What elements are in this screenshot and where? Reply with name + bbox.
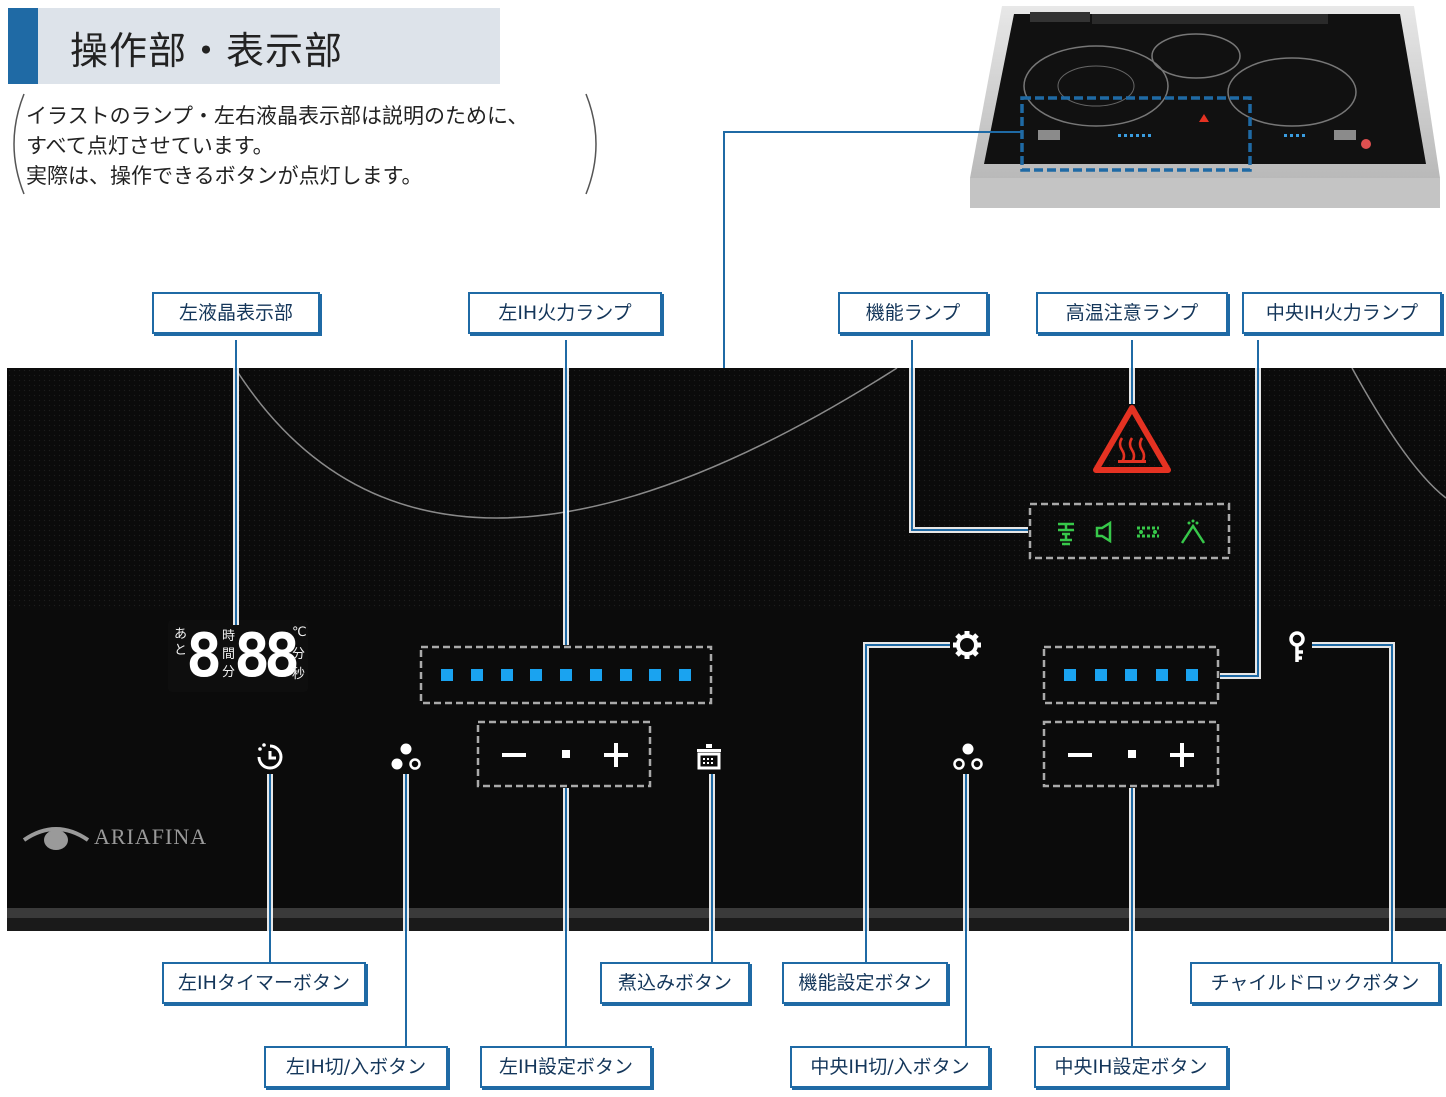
callout-function-lamp: 機能ランプ (838, 292, 988, 334)
center-ih-lamp-3 (1125, 669, 1137, 681)
note-brackets (13, 93, 597, 195)
center-ih-power-dots-icon[interactable] (950, 740, 986, 774)
left-ih-lamp-7 (619, 669, 632, 681)
lcd-prefix-a: あ (174, 627, 188, 642)
callout-left-ih-timer-button: 左IHタイマーボタン (162, 962, 366, 1004)
center-ih-dot-button[interactable] (1114, 736, 1150, 772)
page-title: 操作部・表示部 (70, 29, 344, 73)
left-ih-lamp-5 (560, 669, 572, 681)
left-ih-lamp-4 (530, 669, 543, 681)
pot-icon[interactable] (694, 740, 724, 774)
lcd-unit-between: 間 (222, 647, 236, 662)
callout-left-ih-setting-button: 左IH設定ボタン (480, 1046, 652, 1088)
header-accent-bar (8, 8, 38, 84)
gear-icon[interactable] (950, 628, 984, 662)
cooktop-product-image (968, 0, 1446, 210)
center-ih-lamp-5 (1186, 669, 1198, 681)
lcd-digit-2: 8 (234, 621, 271, 691)
lcd-digit-3: 8 (264, 621, 301, 691)
brand-name: ARIAFINA (94, 824, 208, 849)
grill-icon (1137, 526, 1159, 538)
callout-center-ih-power-lamp: 中央IH火力ランプ (1242, 292, 1442, 334)
left-ih-lamp-8 (649, 669, 662, 681)
left-ih-lamp-2 (470, 669, 483, 681)
left-ih-minus-button[interactable] (496, 736, 532, 772)
callout-left-lcd: 左液晶表示部 (152, 292, 320, 334)
left-ih-plus-button[interactable] (598, 736, 634, 772)
lcd-digit-1: 8 (186, 621, 223, 691)
illustration-note: イラストのランプ・左右液晶表示部は説明のために、 すべて点灯させています。 実際… (10, 92, 600, 196)
left-ih-setting-buttons (476, 720, 652, 788)
callout-simmer-button: 煮込みボタン (600, 962, 750, 1004)
callout-child-lock-button: チャイルドロックボタン (1190, 962, 1440, 1004)
note-line-1: イラストのランプ・左右液晶表示部は説明のために、 (26, 104, 529, 128)
left-ih-dot-button[interactable] (548, 736, 584, 772)
callout-center-ih-setting-button: 中央IH設定ボタン (1034, 1046, 1228, 1088)
center-ih-power-lamps (1042, 645, 1220, 705)
temperature-icon (1180, 519, 1206, 544)
section-header: 操作部・表示部 (8, 8, 500, 84)
lcd-unit-minute: 分 (222, 665, 236, 680)
left-ih-lamp-9 (679, 669, 691, 681)
lcd-unit-sec: 秒 (292, 667, 306, 682)
lcd-unit-min: 分 (292, 647, 306, 662)
brand-eye-icon (22, 827, 90, 850)
key-icon[interactable] (1284, 630, 1310, 666)
left-ih-lamp-3 (500, 669, 513, 681)
timer-icon[interactable] (254, 740, 286, 774)
function-lamps (1028, 502, 1231, 560)
lcd-unit-celsius: ℃ (292, 625, 307, 640)
callout-function-setting-button: 機能設定ボタン (782, 962, 948, 1004)
left-ih-power-lamps (419, 645, 713, 705)
note-line-2: すべて点灯させています。 (26, 134, 274, 158)
left-lcd-display: あ と 8 時 間 分 8 8 ℃ 分 秒 (168, 620, 308, 692)
callout-high-temp-lamp: 高温注意ランプ (1036, 292, 1228, 334)
center-ih-lamp-4 (1155, 669, 1168, 681)
callout-center-ih-onoff-button: 中央IH切/入ボタン (790, 1046, 990, 1088)
center-ih-setting-buttons (1042, 720, 1220, 788)
center-ih-lamp-1 (1064, 669, 1076, 681)
lcd-unit-hour: 時 (222, 629, 236, 644)
note-line-3: 実際は、操作できるボタンが点灯します。 (26, 164, 423, 188)
left-ih-lamp-1 (441, 669, 453, 681)
fan-icon (1058, 522, 1074, 546)
lcd-prefix-to: と (174, 643, 188, 658)
hot-surface-warning-icon (1093, 405, 1171, 473)
left-ih-power-dots-icon[interactable] (388, 740, 424, 774)
speaker-icon (1095, 520, 1112, 544)
callout-left-ih-onoff-button: 左IH切/入ボタン (264, 1046, 448, 1088)
center-ih-lamp-2 (1094, 669, 1107, 681)
left-ih-lamp-6 (589, 669, 602, 681)
center-ih-plus-button[interactable] (1164, 736, 1200, 772)
center-ih-minus-button[interactable] (1062, 736, 1098, 772)
callout-left-ih-power-lamp: 左IH火力ランプ (468, 292, 662, 334)
